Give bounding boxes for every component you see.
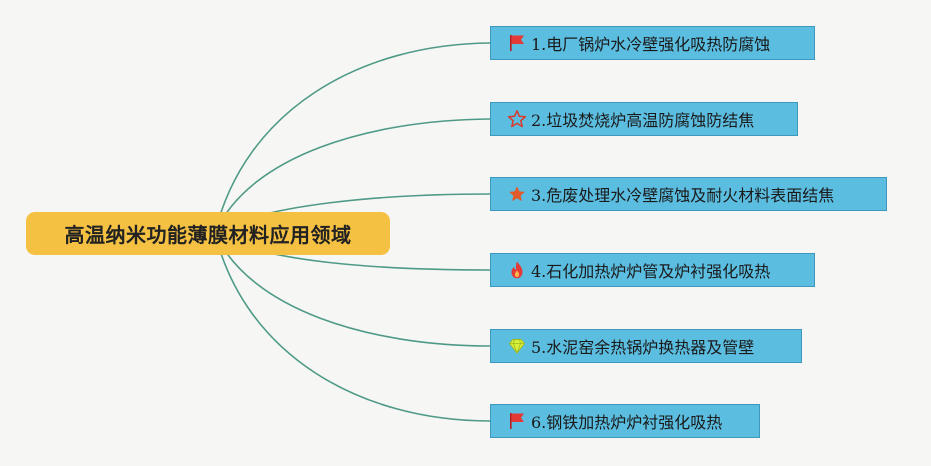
branch-topic-5[interactable]: 5.水泥窑余热锅炉换热器及管壁 xyxy=(490,329,802,363)
branch-topic-4[interactable]: 4.石化加热炉炉管及炉衬强化吸热 xyxy=(490,253,815,287)
branch-topic-2[interactable]: 2.垃圾焚烧炉高温防腐蚀防结焦 xyxy=(490,102,798,136)
connector-1 xyxy=(214,42,491,234)
connector-5 xyxy=(214,232,491,347)
star-filled-icon xyxy=(507,184,527,204)
root-topic[interactable]: 高温纳米功能薄膜材料应用领域 xyxy=(26,212,390,255)
branch-topic-3[interactable]: 3.危废处理水冷壁腐蚀及耐火材料表面结焦 xyxy=(490,177,887,211)
branch-topic-6-label: 6.钢铁加热炉炉衬强化吸热 xyxy=(531,413,723,432)
star-outline-icon xyxy=(507,109,527,129)
gem-icon xyxy=(507,336,527,356)
connector-6 xyxy=(214,232,491,422)
connector-2 xyxy=(214,118,491,234)
branch-topic-1-label: 1.电厂锅炉水冷壁强化吸热防腐蚀 xyxy=(531,35,771,54)
branch-topic-2-label: 2.垃圾焚烧炉高温防腐蚀防结焦 xyxy=(531,111,755,130)
branch-topic-6[interactable]: 6.钢铁加热炉炉衬强化吸热 xyxy=(490,404,760,438)
branch-topic-1[interactable]: 1.电厂锅炉水冷壁强化吸热防腐蚀 xyxy=(490,26,815,60)
root-topic-label: 高温纳米功能薄膜材料应用领域 xyxy=(64,223,352,247)
fire-icon xyxy=(507,260,527,280)
branch-topic-5-label: 5.水泥窑余热锅炉换热器及管壁 xyxy=(531,338,755,357)
branch-topic-4-label: 4.石化加热炉炉管及炉衬强化吸热 xyxy=(531,262,771,281)
red-flag-icon xyxy=(507,33,527,53)
branch-topic-3-label: 3.危废处理水冷壁腐蚀及耐火材料表面结焦 xyxy=(531,186,835,205)
red-flag-icon xyxy=(507,411,527,431)
